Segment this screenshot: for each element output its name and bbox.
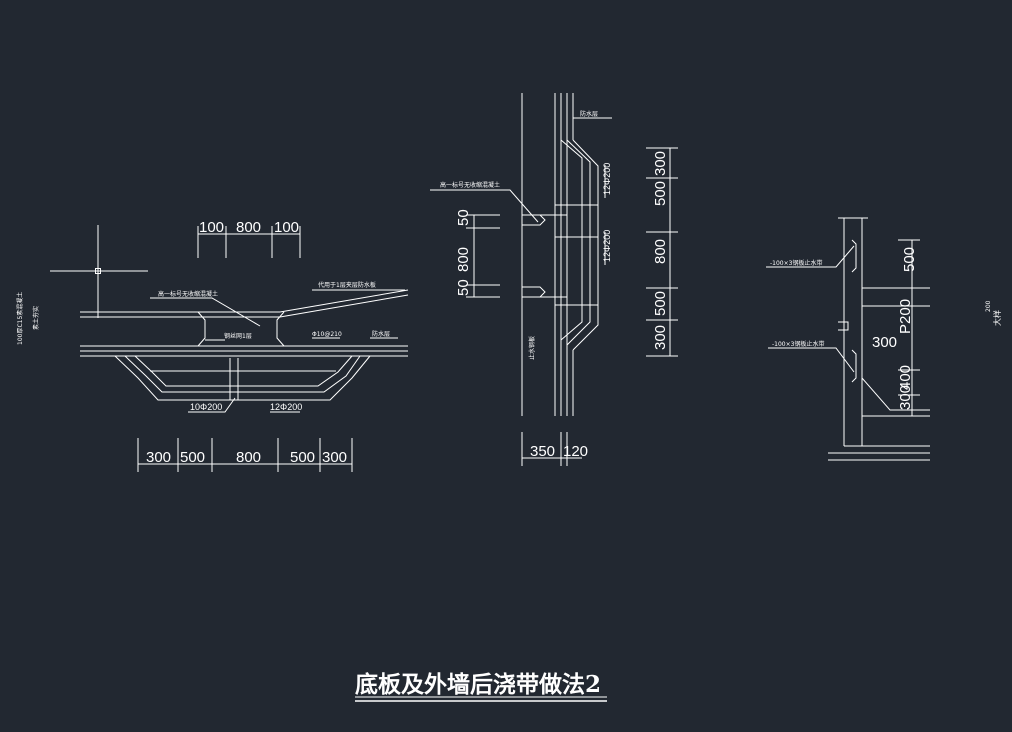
dim-text: 300 [322,449,347,466]
detail-corner: 500 P200 300 400 300 -100×3钢板止水带 -100×3钢… [766,217,930,461]
slab-side-label-1: 100厚C15素混凝土 [16,292,24,345]
dim-text: 50 [455,279,472,296]
wall-right-dimension: 300 500 800 500 300 [646,147,678,357]
slab-rebar3-label: 12Φ200 [270,402,302,412]
dim-text: 800 [652,239,669,264]
detail-floor-slab: 100厚C15素混凝土 素土夯实 100 800 100 [16,219,409,472]
corner-stop1-label: -100×3钢板止水带 [770,259,822,267]
slab-rebar2-label: 10Φ200 [190,402,222,412]
corner-stop2-label: -100×3钢板止水带 [772,340,824,348]
wall-waterproof-label: 防水层 [580,110,598,118]
dim-text: 120 [563,443,588,460]
dim-text: 300 [652,151,669,176]
dim-text: 500 [901,247,918,272]
dim-text: 50 [455,209,472,226]
dim-text: 100 [199,219,224,236]
wall-side-label: 止水钢板 [528,336,536,360]
slab-rebar1-label: Φ10@210 [312,331,342,338]
wall-rebar-a-label: 12Φ200 [602,163,612,195]
detail-exterior-wall: 50 800 50 300 500 800 500 300 350 120 [430,93,678,466]
dim-text: 500 [180,449,205,466]
crosshair-cursor-icon [50,225,148,318]
slab-bottom-dimension: 300 500 800 500 300 [137,438,353,472]
slab-waterproof-label: 防水层 [372,330,390,338]
slab-side-label-2: 素土夯实 [32,306,40,330]
dim-text: P200 [897,299,914,334]
drawing-title-block: 底板及外墙后浇带做法2 [355,671,607,702]
side-note-text: 大样 [992,310,1002,326]
dim-text: 300 [652,325,669,350]
side-note: 200 大样 [985,300,1002,326]
slab-top-dimension: 100 800 100 [197,219,301,258]
drawing-title: 底板及外墙后浇带做法2 [355,671,601,698]
slab-board-label: 钢丝网1层 [224,332,252,340]
dim-text: 400 [897,365,914,390]
wall-rebar-b-label: 12Φ200 [602,230,612,262]
dim-text: 300 [897,385,914,410]
dim-text: 800 [236,449,261,466]
side-note-value: 200 [985,300,992,312]
dim-text: 100 [274,219,299,236]
dim-text: 350 [530,443,555,460]
dim-text: 500 [652,291,669,316]
dim-text: 500 [652,181,669,206]
dim-text: 300 [872,334,897,351]
dim-text: 300 [146,449,171,466]
wall-bottom-dimension: 350 120 [521,432,588,466]
dim-text: 800 [455,247,472,272]
slab-concrete-label: 高一标号无收缩混凝土 [158,290,218,298]
slab-protect-label: 代用于1层夹层防水板 [318,281,376,289]
wall-left-dimension: 50 800 50 [455,209,500,298]
dim-text: 500 [290,449,315,466]
dim-text: 800 [236,219,261,236]
wall-concrete-label: 高一标号无收缩混凝土 [440,181,500,189]
